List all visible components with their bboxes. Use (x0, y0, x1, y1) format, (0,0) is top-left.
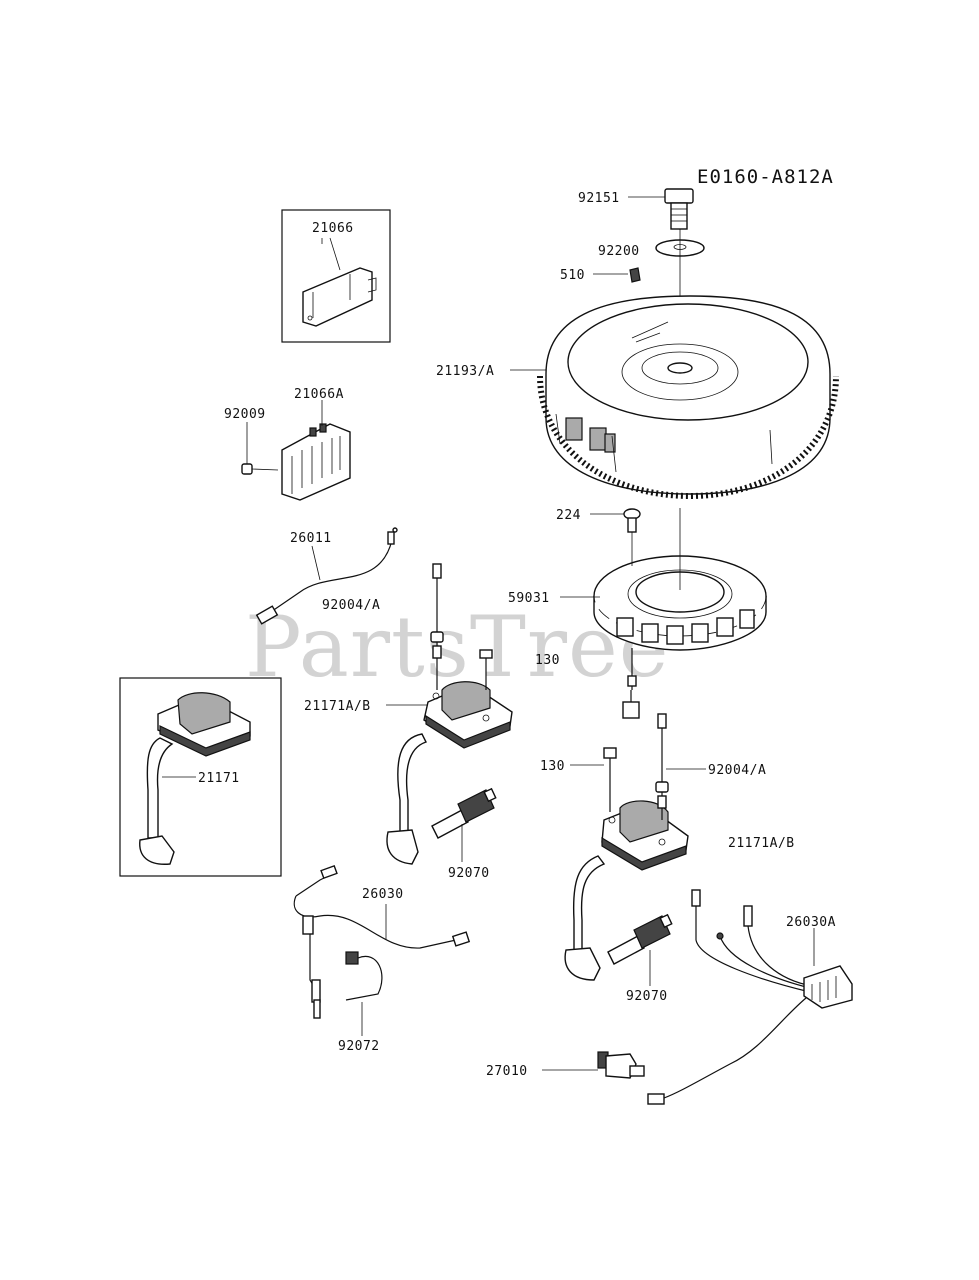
diagram-code: E0160-A812A (697, 166, 834, 188)
leader-lines (162, 196, 706, 1071)
label-92070-left[interactable]: 92070 (448, 866, 490, 881)
label-21171ab-left[interactable]: 21171A/B (304, 699, 371, 714)
label-224[interactable]: 224 (556, 508, 581, 523)
stator-connector-part[interactable] (622, 648, 640, 719)
stator-59031-part[interactable] (593, 555, 767, 651)
harness-26030-part[interactable] (293, 864, 471, 1019)
ignition-coil-21171-part[interactable] (139, 692, 251, 865)
label-92070-right[interactable]: 92070 (626, 989, 668, 1004)
label-92004a-lower[interactable]: 92004/A (708, 763, 766, 778)
bolt-130-lower-part[interactable] (603, 747, 617, 812)
screw-92009-part[interactable] (241, 463, 279, 475)
part-labels: 92151 92200 510 21193/A 21066 21066A 920… (198, 191, 836, 1079)
label-21171[interactable]: 21171 (198, 771, 240, 786)
harness-26030a-part[interactable] (647, 889, 853, 1105)
key-510-part[interactable] (629, 267, 641, 283)
label-59031[interactable]: 59031 (508, 591, 550, 606)
bolt-224-part[interactable] (623, 508, 641, 533)
rod-92004a-lower-part[interactable] (655, 713, 669, 820)
label-130-lower[interactable]: 130 (540, 759, 565, 774)
sensor-27010-part[interactable] (597, 1051, 645, 1079)
label-21066[interactable]: 21066 (312, 221, 354, 236)
ignition-coil-21171ab-right-part[interactable] (564, 800, 689, 981)
label-92072[interactable]: 92072 (338, 1039, 380, 1054)
label-92004a-upper[interactable]: 92004/A (322, 598, 380, 613)
regulator-21066a-part[interactable] (281, 423, 351, 501)
label-130-upper[interactable]: 130 (535, 653, 560, 668)
label-21193[interactable]: 21193/A (436, 364, 494, 379)
rod-92004a-upper-part[interactable] (430, 563, 444, 690)
inset-box-21171 (119, 677, 282, 877)
label-21066a[interactable]: 21066A (294, 387, 344, 402)
spark-plug-92070-left-part[interactable] (431, 787, 497, 839)
inset-box-21066 (281, 209, 391, 343)
flywheel-21193-part[interactable] (537, 295, 839, 500)
regulator-21066-part[interactable] (302, 267, 377, 327)
label-26030a[interactable]: 26030A (786, 915, 836, 930)
label-92200[interactable]: 92200 (598, 244, 640, 259)
ignition-coil-21171ab-left-part[interactable] (386, 681, 513, 865)
label-26030[interactable]: 26030 (362, 887, 404, 902)
bolt-92151-part[interactable] (664, 188, 694, 230)
label-21171ab-right[interactable]: 21171A/B (728, 836, 795, 851)
label-27010[interactable]: 27010 (486, 1064, 528, 1079)
bolt-130-upper-part[interactable] (479, 649, 493, 690)
wire-26011-part[interactable] (255, 527, 398, 625)
spark-plug-92070-right-part[interactable] (607, 913, 673, 965)
clamp-92072-part[interactable] (345, 951, 383, 1001)
label-510[interactable]: 510 (560, 268, 585, 283)
label-92009[interactable]: 92009 (224, 407, 266, 422)
label-92151[interactable]: 92151 (578, 191, 620, 206)
label-26011[interactable]: 26011 (290, 531, 332, 546)
